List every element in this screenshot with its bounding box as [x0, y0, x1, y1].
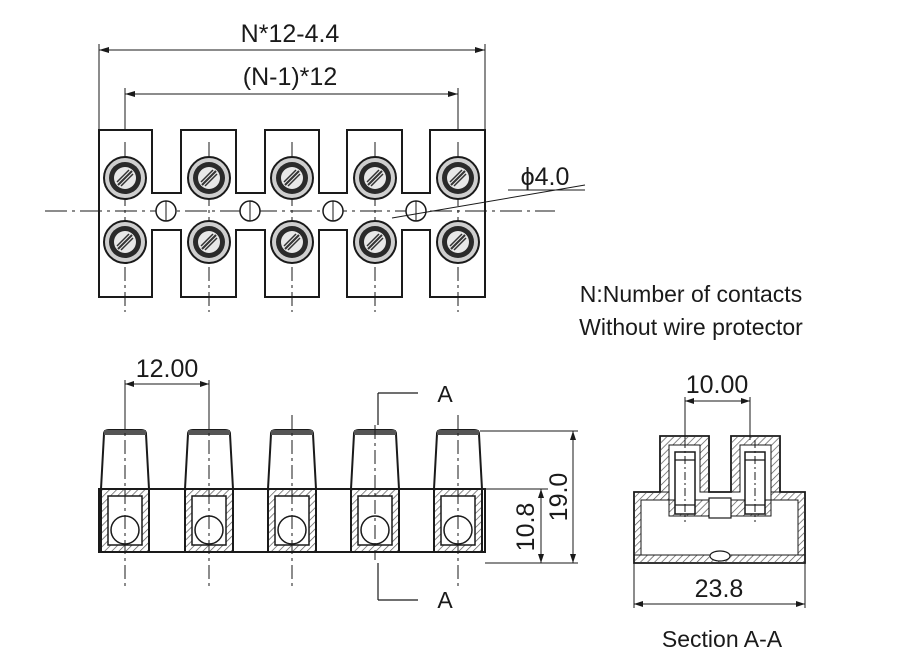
section-center-hole: [708, 497, 732, 519]
screw-icon: [103, 156, 147, 200]
note-wire-protector: Without wire protector: [579, 314, 803, 340]
height-dimensions: 10.8 19.0: [480, 430, 578, 564]
overall-width-label: N*12-4.4: [241, 20, 340, 48]
screw-row-bottom: [103, 220, 480, 264]
pitch-label: 12.00: [136, 355, 199, 383]
section-view: 10.00: [633, 371, 806, 652]
pitch-span-label: (N-1)*12: [243, 63, 337, 91]
section-width-label: 23.8: [695, 575, 744, 603]
inner-height-label: 10.8: [512, 503, 540, 552]
screw-icon: [353, 220, 397, 264]
screw-icon: [270, 220, 314, 264]
front-center-lines: [124, 415, 459, 590]
section-marker-top: A: [377, 381, 453, 425]
total-height-label: 19.0: [545, 473, 573, 522]
section-width-dimension: 23.8: [633, 563, 806, 608]
screw-icon: [436, 220, 480, 264]
section-letter-top: A: [437, 381, 453, 407]
screw-icon: [187, 220, 231, 264]
screw-icon: [353, 156, 397, 200]
overall-width-dimension: N*12-4.4: [98, 20, 486, 130]
section-bottom-hole: [709, 550, 731, 562]
screw-icon: [187, 156, 231, 200]
top-view-body: [98, 129, 486, 298]
screw-icon: [103, 220, 147, 264]
hole-diameter-callout: ϕ4.0: [391, 163, 586, 219]
section-letter-bottom: A: [437, 587, 453, 613]
section-caption: Section A-A: [662, 626, 783, 652]
pitch-span-dimension: (N-1)*12: [124, 63, 459, 130]
note-contacts: N:Number of contacts: [580, 281, 802, 307]
hole-diameter-label: ϕ4.0: [521, 163, 570, 191]
top-view: N*12-4.4 (N-1)*12: [45, 20, 586, 312]
section-marker-bottom: A: [377, 563, 453, 613]
section-spacing-dimension: 10.00: [684, 371, 751, 440]
mounting-holes: [155, 200, 427, 222]
section-spacing-label: 10.00: [686, 371, 749, 399]
pitch-dimension: 12.00: [124, 355, 210, 420]
screw-icon: [270, 156, 314, 200]
screw-icon: [436, 156, 480, 200]
front-view: 12.00 A A: [98, 355, 578, 613]
screw-row-top: [103, 156, 480, 200]
